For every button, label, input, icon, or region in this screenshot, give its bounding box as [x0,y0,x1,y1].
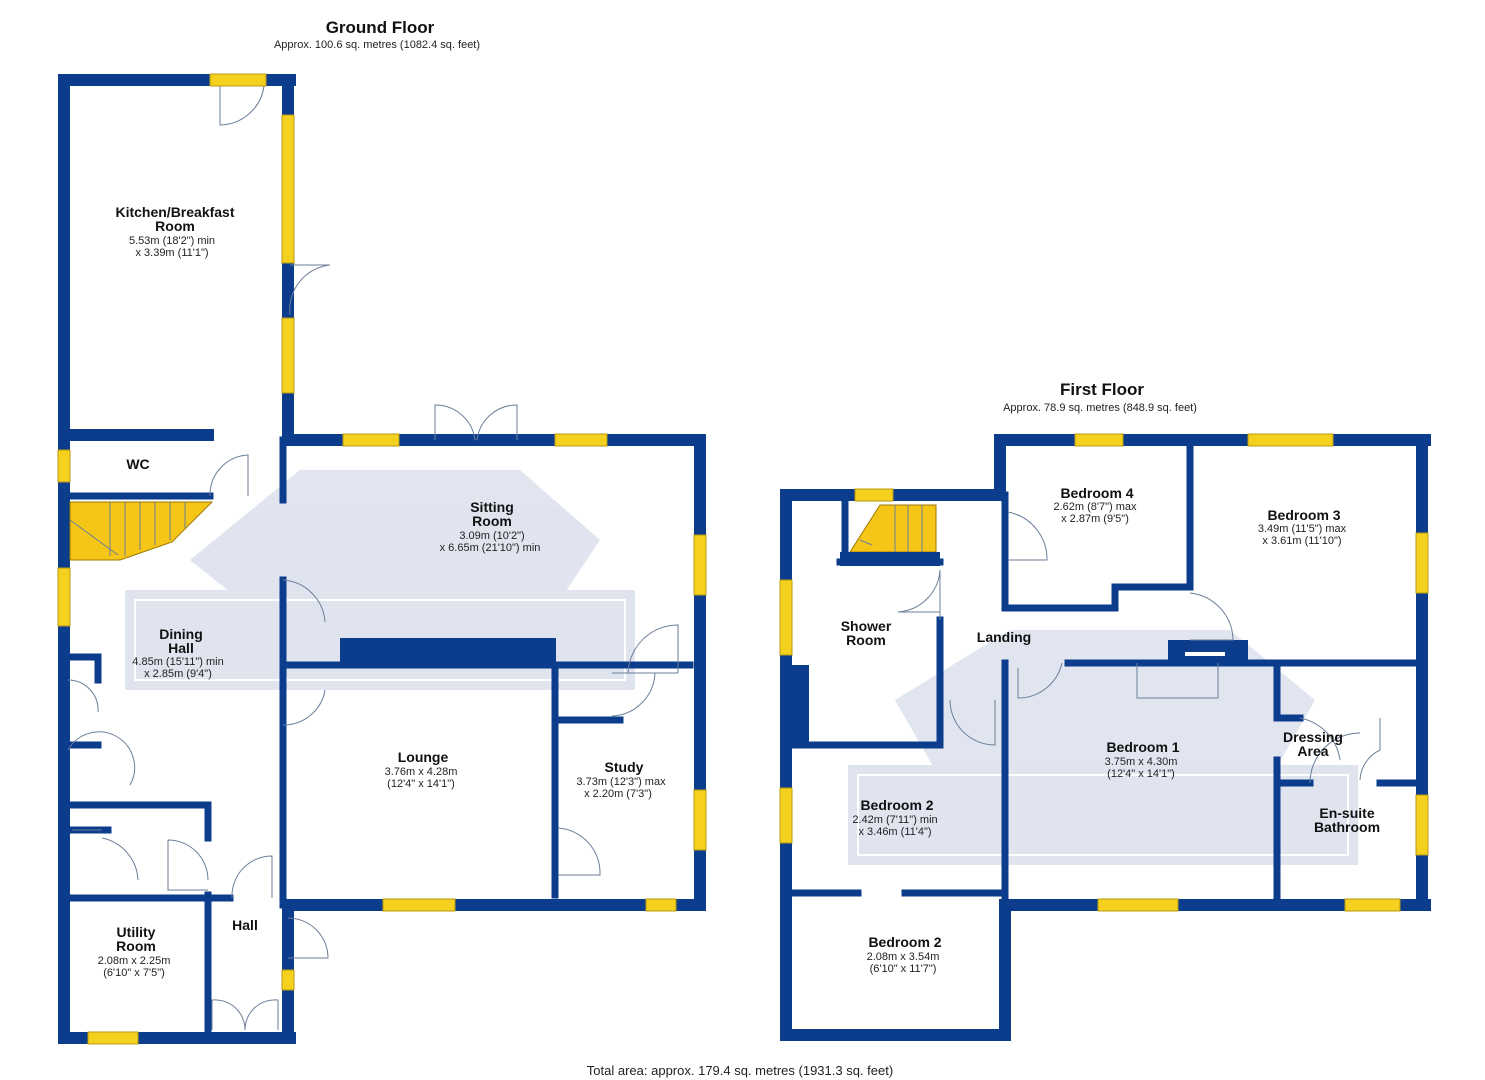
room-dimensions: x 3.39m (11'1") [135,247,208,259]
room-study: Study 3.73m (12'3") max x 2.20m (7'3") [576,759,666,800]
room-kitchen: Kitchen/Breakfast Room 5.53m (18'2") min… [115,204,234,259]
first-floor-title: First Floor [1060,380,1144,399]
room-dressing: Dressing Area [1283,729,1343,759]
room-dimensions: x 2.85m (9'4") [144,668,212,680]
first-floor-windows [779,433,1429,912]
room-wc: WC [126,456,149,472]
room-utility: Utility Room 2.08m x 2.25m (6'10" x 7'5"… [98,924,171,979]
room-bedroom-2b: Bedroom 2 2.08m x 3.54m (6'10" x 11'7") [867,934,942,975]
room-name: Hall [232,917,258,933]
room-dimensions: 3.09m (10'2") [459,530,524,542]
room-name: Room [846,632,886,648]
room-name: Kitchen/Breakfast [115,204,234,220]
room-bedroom-3: Bedroom 3 3.49m (11'5") max x 3.61m (11'… [1258,507,1347,547]
room-name: Landing [977,629,1031,645]
first-floor-doors [897,511,1381,784]
ground-stairs [69,501,214,561]
room-dimensions: (12'4" x 14'1") [387,778,455,790]
room-shower: Shower Room [841,618,892,648]
room-dimensions: 2.08m x 3.54m [867,951,940,963]
room-dimensions: 4.85m (15'11") min [132,656,223,668]
ground-floor-windows [57,73,707,1045]
room-dimensions: (6'10" x 7'5") [103,967,165,979]
room-dining-hall: Dining Hall 4.85m (15'11") min x 2.85m (… [132,626,223,680]
room-name: Dining [159,626,203,642]
room-dimensions: 3.73m (12'3") max [576,776,666,788]
first-floor-area: Approx. 78.9 sq. metres (848.9 sq. feet) [1003,402,1197,414]
room-dimensions: 5.53m (18'2") min [129,235,215,247]
room-bedroom-1: Bedroom 1 3.75m x 4.30m (12'4" x 14'1") [1105,739,1180,780]
room-name: Bedroom 3 [1267,507,1340,523]
room-bedroom-4: Bedroom 4 2.62m (8'7") max x 2.87m (9'5"… [1053,485,1137,525]
ground-floor-area: Approx. 100.6 sq. metres (1082.4 sq. fee… [274,39,480,51]
room-name: Bedroom 2 [868,934,941,950]
room-bedroom-2: Bedroom 2 2.42m (7'11") min x 3.46m (11'… [852,797,937,838]
room-name: Bathroom [1314,819,1380,835]
room-hall: Hall [232,917,258,933]
room-dimensions: 3.49m (11'5") max [1258,523,1347,535]
room-name: Utility [117,924,156,940]
room-dimensions: 3.76m x 4.28m [385,766,458,778]
room-name: Area [1297,743,1328,759]
ground-floor-doors [67,85,679,1031]
room-dimensions: x 3.46m (11'4") [858,826,931,838]
room-dimensions: x 2.20m (7'3") [584,788,652,800]
room-name: En-suite [1319,805,1374,821]
room-name: Dressing [1283,729,1343,745]
ground-floor-title: Ground Floor [326,18,435,37]
room-dimensions: 2.42m (7'11") min [852,814,937,826]
room-landing: Landing [977,629,1031,645]
room-dimensions: (12'4" x 14'1") [1107,768,1175,780]
room-dimensions: 3.75m x 4.30m [1105,756,1178,768]
room-dimensions: (6'10" x 11'7") [870,963,937,975]
room-dimensions: 2.08m x 2.25m [98,955,171,967]
room-dimensions: x 6.65m (21'10") min [440,542,541,554]
first-stairs [840,504,940,566]
total-area: Total area: approx. 179.4 sq. metres (19… [587,1063,893,1078]
room-name: Hall [168,640,194,656]
room-name: Sitting [470,499,514,515]
room-name: Shower [841,618,892,634]
room-name: WC [126,456,149,472]
room-name: Room [116,938,156,954]
room-dimensions: x 3.61m (11'10") [1262,535,1341,547]
room-ensuite: En-suite Bathroom [1314,805,1380,835]
room-name: Study [605,759,644,775]
room-dimensions: x 2.87m (9'5") [1061,513,1129,525]
room-name: Bedroom 4 [1060,485,1133,501]
room-name: Lounge [398,749,449,765]
room-name: Room [472,513,512,529]
room-name: Bedroom 2 [860,797,933,813]
room-name: Bedroom 1 [1106,739,1179,755]
room-name: Room [155,218,195,234]
room-sitting: Sitting Room 3.09m (10'2") x 6.65m (21'1… [440,499,541,554]
room-lounge: Lounge 3.76m x 4.28m (12'4" x 14'1") [385,749,458,790]
room-dimensions: 2.62m (8'7") max [1053,501,1137,513]
